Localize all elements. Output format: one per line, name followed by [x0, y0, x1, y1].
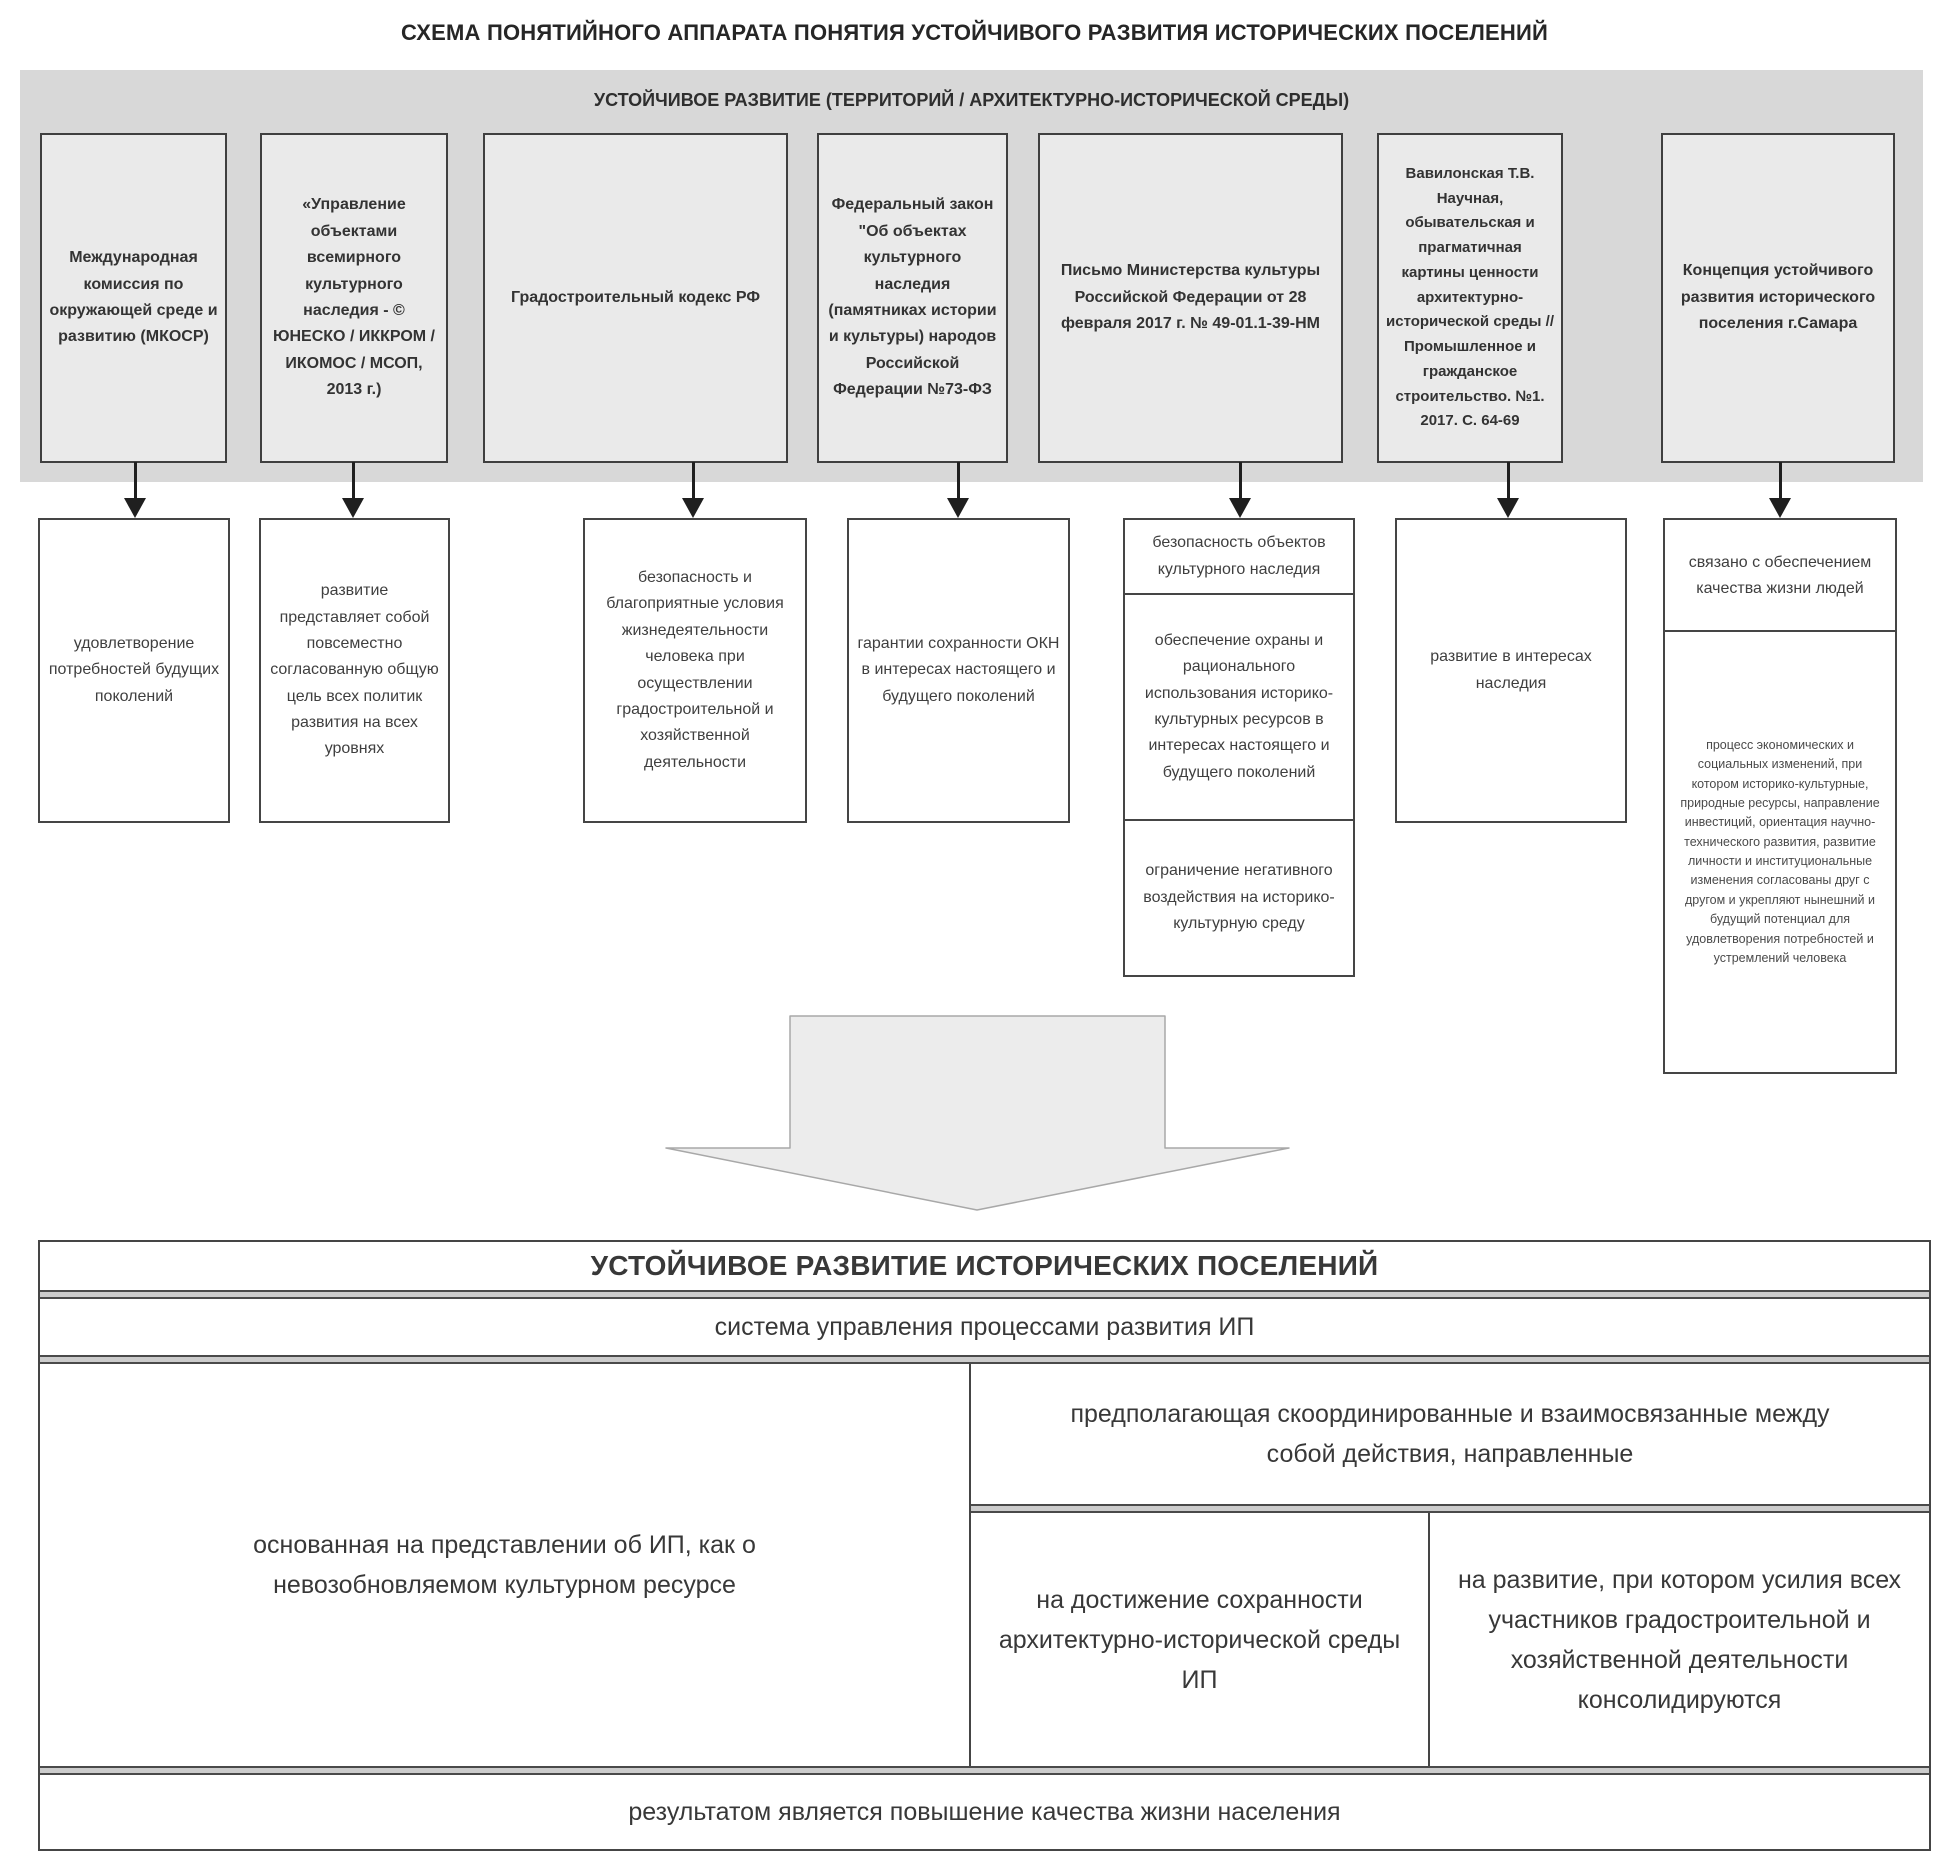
- source-box-samara-concept: Концепция устойчивого развития историчес…: [1661, 133, 1895, 463]
- down-arrow-icon: [342, 462, 364, 518]
- definition-box-heritage-interests: развитие в интересах наследия: [1395, 518, 1627, 823]
- cell-nonrenewable-resource: основанная на представлении об ИП, как о…: [40, 1364, 971, 1766]
- cell-text: основанная на представлении об ИП, как о…: [253, 1531, 756, 1599]
- source-box-mincult-letter: Письмо Министерства культуры Российской …: [1038, 133, 1343, 463]
- definition-text: развитие представляет собой повсеместно …: [270, 582, 439, 758]
- source-box-fz73: Федеральный закон "Об объектах культурно…: [817, 133, 1008, 463]
- source-box-label: Концепция устойчивого развития историчес…: [1680, 262, 1876, 333]
- definition-text: развитие в интересах наследия: [1430, 648, 1592, 692]
- source-box-label: Вавилонская Т.В. Научная, обывательская …: [1386, 164, 1554, 430]
- cell-coordinated-actions: предполагающая скоординированные и взаим…: [971, 1364, 1929, 1504]
- source-box-label: Письмо Министерства культуры Российской …: [1060, 262, 1321, 333]
- definition-box-common-goal: развитие представляет собой повсеместно …: [259, 518, 450, 823]
- cell-text: предполагающая скоординированные и взаим…: [1070, 1400, 1830, 1468]
- down-arrow-icon: [947, 462, 969, 518]
- definition-text: удовлетворение потребностей будущих поко…: [48, 634, 220, 705]
- table-separator: [971, 1504, 1929, 1513]
- result-table-body: основанная на представлении об ИП, как о…: [40, 1364, 1929, 1766]
- source-box-label: Международная комиссия по окружающей сре…: [49, 249, 218, 346]
- definition-box-safety-conditions: безопасность и благоприятные условия жиз…: [583, 518, 807, 823]
- sustainable-development-band: УСТОЙЧИВОЕ РАЗВИТИЕ (ТЕРРИТОРИЙ / АРХИТЕ…: [20, 70, 1923, 482]
- definition-text: связано с обеспечением качества жизни лю…: [1688, 553, 1872, 597]
- result-table: УСТОЙЧИВОЕ РАЗВИТИЕ ИСТОРИЧЕСКИХ ПОСЕЛЕН…: [38, 1240, 1931, 1851]
- definition-box-heritage-safety: безопасность объектов культурного наслед…: [1123, 518, 1355, 595]
- result-table-title: УСТОЙЧИВОЕ РАЗВИТИЕ ИСТОРИЧЕСКИХ ПОСЕЛЕН…: [590, 1250, 1379, 1281]
- down-arrow-icon: [1769, 462, 1791, 518]
- definition-box-process: процесс экономических и социальных измен…: [1663, 630, 1897, 1074]
- down-arrow-icon: [124, 462, 146, 518]
- definition-box-negative-impact: ограничение негативного воздействия на и…: [1123, 819, 1355, 977]
- source-box-label: «Управление объектами всемирного культур…: [273, 196, 435, 399]
- row-result: результатом является повышение качества …: [628, 1797, 1341, 1826]
- table-separator: [40, 1766, 1929, 1775]
- result-table-right-half: предполагающая скоординированные и взаим…: [971, 1364, 1929, 1766]
- cell-text: на развитие, при котором усилия всех уча…: [1457, 1565, 1902, 1714]
- source-box-unesco: «Управление объектами всемирного культур…: [260, 133, 448, 463]
- source-box-mkosr: Международная комиссия по окружающей сре…: [40, 133, 227, 463]
- down-arrow-icon: [682, 462, 704, 518]
- cell-consolidated-development: на развитие, при котором усилия всех уча…: [1430, 1513, 1929, 1766]
- definition-box-life-quality: связано с обеспечением качества жизни лю…: [1663, 518, 1897, 634]
- table-separator: [40, 1355, 1929, 1364]
- definition-text: процесс экономических и социальных измен…: [1680, 737, 1880, 965]
- result-table-right-bottom: на достижение сохранности архитектурно-и…: [971, 1513, 1929, 1766]
- source-box-label: Федеральный закон "Об объектах культурно…: [828, 196, 997, 399]
- down-arrow-icon: [1229, 462, 1251, 518]
- source-box-vavilonskaya: Вавилонская Т.В. Научная, обывательская …: [1377, 133, 1563, 463]
- definition-box-okn-guarantees: гарантии сохранности ОКН в интересах нас…: [847, 518, 1070, 823]
- down-arrow-icon: [1497, 462, 1519, 518]
- table-separator: [40, 1290, 1929, 1299]
- cell-text: на достижение сохранности архитектурно-и…: [998, 1585, 1401, 1694]
- source-box-grad-codex: Градостроительный кодекс РФ: [483, 133, 788, 463]
- row-management-system: система управления процессами развития И…: [714, 1312, 1255, 1341]
- definition-text: ограничение негативного воздействия на и…: [1143, 862, 1335, 933]
- source-box-label: Градостроительный кодекс РФ: [511, 288, 760, 306]
- big-down-arrow-icon: [665, 1015, 1290, 1211]
- definition-text: гарантии сохранности ОКН в интересах нас…: [857, 634, 1060, 705]
- page-title: СХЕМА ПОНЯТИЙНОГО АППАРАТА ПОНЯТИЯ УСТОЙ…: [401, 20, 1548, 45]
- definition-text: обеспечение охраны и рационального испол…: [1144, 631, 1334, 781]
- definition-box-heritage-protection: обеспечение охраны и рационального испол…: [1123, 593, 1355, 821]
- definition-text: безопасность и благоприятные условия жиз…: [606, 568, 784, 771]
- band-header: УСТОЙЧИВОЕ РАЗВИТИЕ (ТЕРРИТОРИЙ / АРХИТЕ…: [593, 90, 1350, 110]
- definition-text: безопасность объектов культурного наслед…: [1152, 534, 1326, 578]
- cell-environment-preservation: на достижение сохранности архитектурно-и…: [971, 1513, 1430, 1766]
- definition-box-needs: удовлетворение потребностей будущих поко…: [38, 518, 230, 823]
